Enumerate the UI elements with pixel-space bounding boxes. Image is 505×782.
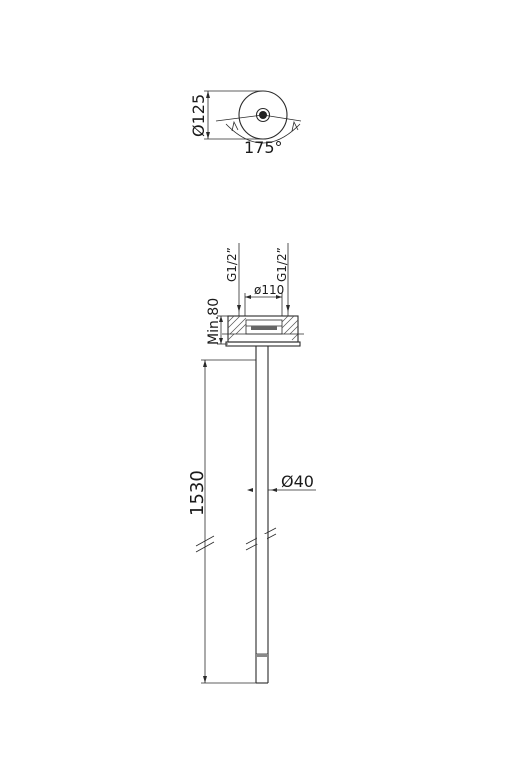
ceiling-box-valve [251, 326, 277, 330]
length-arrow-bottom [203, 676, 207, 683]
inlet-left-arrow [237, 305, 241, 312]
inlet-right-arrow [286, 305, 290, 312]
cover-plate [225, 341, 301, 347]
top-view-arrowhead-right [291, 120, 299, 132]
min-depth-label: Min.80 [206, 298, 222, 345]
top-view-rotation-line-left [215, 114, 264, 122]
top-view-rotation-label: 175° [244, 138, 283, 157]
flange-diameter-arrow-right [276, 295, 282, 299]
top-view-diameter-arrow-bottom [206, 132, 210, 139]
top-view-diameter-label: Ø125 [189, 94, 208, 137]
pipe-diameter-label: Ø40 [281, 472, 314, 491]
top-view-rotation-arc [225, 123, 301, 144]
pipe-diameter-arrow-right [271, 488, 277, 492]
inlet-left-label: G1/2” [225, 247, 239, 282]
top-view: Ø125 175° [189, 90, 302, 157]
pipe-break-gap [257, 534, 267, 544]
inlet-right-label: G1/2” [275, 247, 289, 282]
side-view: G1/2” G1/2” ø110 [187, 243, 316, 684]
min-depth-arrow-top [219, 316, 223, 322]
ceiling-hatch-right [281, 315, 299, 341]
pipe-diameter-arrow-left [247, 488, 253, 492]
pipe-joint-mark [256, 654, 268, 657]
top-view-pipe-ring [255, 107, 271, 123]
flange-diameter-label: ø110 [254, 283, 284, 297]
length-arrow-top [203, 360, 207, 367]
length-break-mark-2 [195, 541, 215, 553]
length-label: 1530 [187, 470, 208, 516]
min-depth-arrow-bottom [219, 338, 223, 344]
top-view-diameter-arrow-top [206, 91, 210, 98]
length-break-mark-1 [195, 535, 215, 547]
ceiling-hatch-left [227, 315, 247, 341]
top-view-arrowhead-left [231, 120, 239, 132]
flange-diameter-arrow-left [245, 295, 251, 299]
top-view-rotation-line-right [262, 114, 302, 122]
